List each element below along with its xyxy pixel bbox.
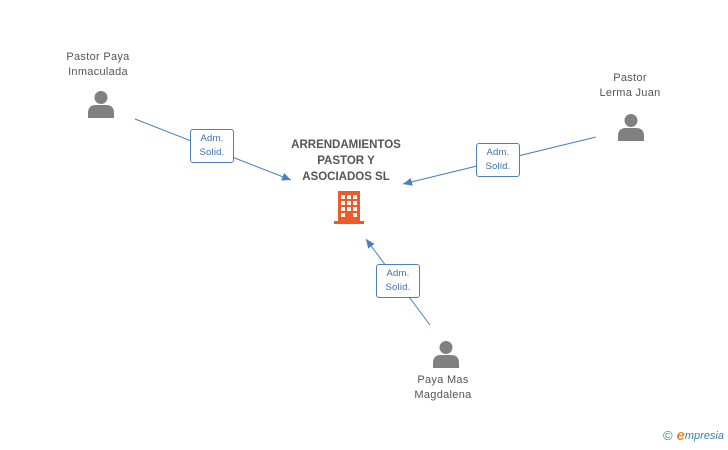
company-name-line: PASTOR Y — [317, 155, 375, 167]
person-icon[interactable] — [618, 114, 644, 141]
person-name-line: Inmaculada — [68, 66, 128, 78]
person-icon[interactable] — [433, 341, 459, 368]
copyright-icon: © — [662, 428, 673, 443]
edge-role-badge-p1: Adm. Solid. — [190, 129, 234, 163]
company-name-line: ASOCIADOS SL — [302, 171, 390, 183]
role-line: Adm. — [486, 147, 510, 158]
brand-footer[interactable]: © e mpresia — [663, 427, 724, 444]
role-line: Adm. — [200, 133, 224, 144]
person-name-p1[interactable]: Pastor Paya Inmaculada — [48, 50, 148, 80]
company-name[interactable]: ARRENDAMIENTOS PASTOR Y ASOCIADOS SL — [276, 137, 416, 185]
role-line: Adm. — [386, 268, 410, 279]
brand-logo-e: e — [676, 427, 685, 444]
role-line: Solid. — [485, 161, 511, 172]
building-icon[interactable] — [334, 191, 364, 224]
person-name-line: Pastor — [613, 72, 647, 84]
person-icon[interactable] — [88, 91, 114, 118]
role-line: Solid. — [199, 147, 225, 158]
person-name-p2[interactable]: Pastor Lerma Juan — [580, 71, 680, 101]
person-name-p3[interactable]: Paya Mas Magdalena — [393, 373, 493, 403]
person-name-line: Lerma Juan — [599, 87, 661, 99]
person-name-line: Pastor Paya — [66, 51, 130, 63]
brand-logo-text: mpresia — [684, 429, 724, 442]
edge-role-badge-p2: Adm. Solid. — [476, 143, 520, 177]
edge-role-badge-p3: Adm. Solid. — [376, 264, 420, 298]
company-name-line: ARRENDAMIENTOS — [291, 139, 401, 151]
role-line: Solid. — [385, 282, 411, 293]
person-name-line: Paya Mas — [417, 374, 469, 386]
person-name-line: Magdalena — [414, 389, 472, 401]
